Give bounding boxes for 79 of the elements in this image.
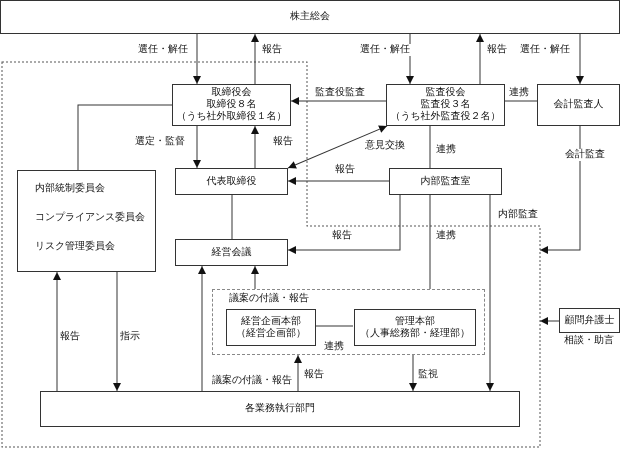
box-label: （うち社外監査役２名）: [390, 111, 500, 123]
org-box: [0, 0, 620, 34]
committee-box: [17, 170, 156, 272]
company-boundary: [2, 62, 540, 447]
arrow: [288, 125, 388, 169]
arrow: [251, 266, 259, 290]
committee-name: コンプライアンス委員会: [35, 212, 145, 224]
arrow: [288, 177, 390, 185]
edge-label: 報告: [331, 230, 353, 242]
arrow: [251, 34, 259, 84]
box-label: 経営企画本部: [241, 316, 301, 328]
arrow: [540, 317, 560, 325]
group-heading: 議案の付議・報告: [229, 293, 309, 305]
box-label: 株主総会: [290, 11, 330, 23]
arrow: [113, 272, 121, 392]
edge-label: 選定・監督: [134, 136, 186, 148]
arrow: [576, 34, 584, 84]
edge-label: 報告: [303, 369, 325, 381]
arrow: [540, 126, 580, 254]
box-label: 経営会議: [212, 246, 252, 258]
box-label: （人事総務部・経理部）: [360, 328, 470, 340]
box-label: 取締役８名: [206, 99, 256, 110]
edge-label: 指示: [119, 331, 141, 343]
box-label: （経営企画部）: [236, 328, 306, 340]
arrow: [294, 354, 302, 392]
edge-label: 報告: [272, 136, 294, 148]
org-box: [386, 84, 505, 126]
edge-label: 連携: [435, 144, 457, 156]
arrow: [290, 97, 386, 105]
edge-label: 連携: [323, 341, 345, 353]
box-label: 監査役会: [426, 87, 466, 98]
org-box: [389, 168, 502, 195]
edge-label: 報告: [334, 164, 356, 176]
edge-label: 報告: [59, 331, 81, 343]
edge-label: 議案の付議・報告: [211, 375, 293, 387]
org-box: [172, 84, 291, 126]
arrow: [476, 34, 484, 84]
connector-line: [504, 100, 538, 102]
box-label: 管理本部: [395, 316, 435, 328]
arrow: [251, 126, 259, 168]
edge-label: 意見交換: [364, 140, 406, 152]
dashed-group: [212, 289, 485, 355]
org-box: [354, 309, 476, 346]
node-caption: 相談・助言: [564, 335, 614, 347]
box-label: 顧問弁護士: [564, 314, 614, 326]
edge-label: 連携: [508, 87, 530, 99]
org-box: [175, 168, 288, 195]
box-label: 代表取締役: [206, 176, 256, 188]
arrow: [486, 194, 494, 392]
box-label: （うち社外取締役１名）: [176, 111, 286, 123]
edge-label: 監査役監査: [314, 87, 366, 99]
arrow: [193, 126, 201, 168]
arrow: [193, 34, 201, 84]
box-label: 各業務執行部門: [245, 403, 315, 415]
edge-label: 選任・解任: [359, 44, 411, 56]
arrow: [198, 266, 206, 392]
arrow: [53, 272, 61, 392]
arrow: [288, 194, 400, 254]
box-label: 取締役会: [212, 87, 252, 98]
org-box: [537, 84, 620, 126]
box-label: 会計監査人: [554, 99, 604, 111]
box-label: 内部監査室: [420, 176, 470, 188]
org-box: [226, 309, 316, 346]
committee-name: リスク管理委員会: [35, 241, 115, 253]
edge-label: 内部監査: [497, 209, 539, 221]
org-box: [559, 308, 620, 333]
edge-label: 報告: [261, 44, 283, 56]
org-box: [40, 391, 520, 427]
org-box: [175, 239, 288, 266]
edge-label: 報告: [486, 44, 508, 56]
edge-label: 選任・解任: [519, 44, 571, 56]
edge-label: 会計監査: [564, 149, 606, 161]
edge-label: 連携: [435, 230, 457, 242]
arrow: [409, 354, 417, 392]
connector-line: [78, 104, 172, 170]
edge-label: 選任・解任: [137, 44, 189, 56]
box-label: 監査役３名: [420, 99, 470, 110]
edge-label: 監視: [417, 369, 439, 381]
committee-name: 内部統制委員会: [35, 183, 105, 195]
